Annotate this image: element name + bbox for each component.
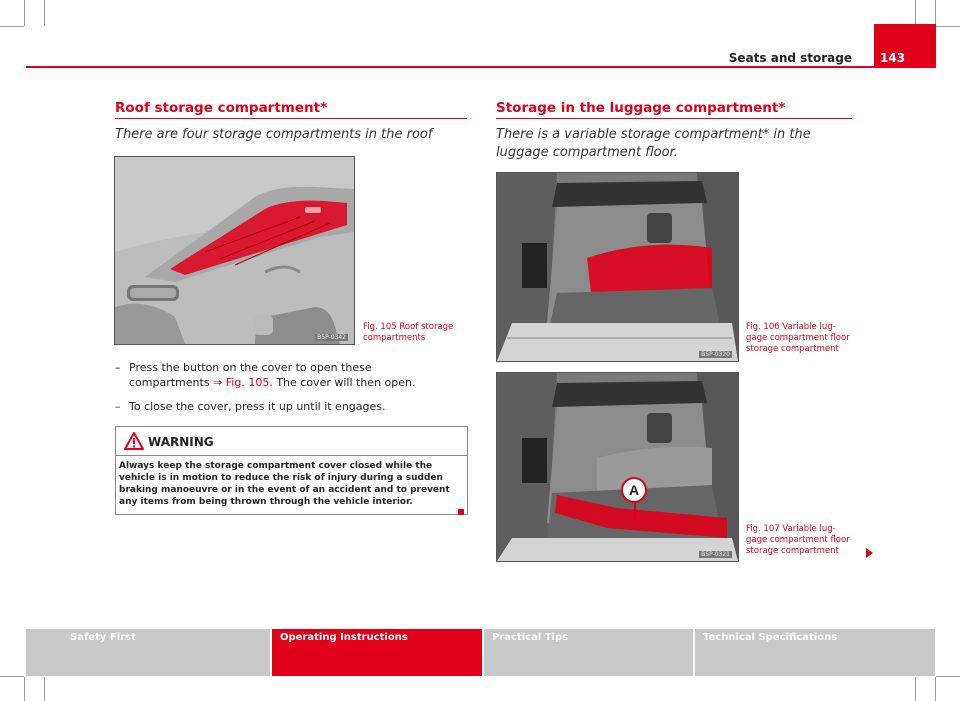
step-text: To close the cover, press it up until it… — [129, 400, 386, 413]
header-rule — [26, 66, 936, 68]
figure-106-luggage-storage: B5P-0320 — [496, 172, 739, 362]
step-text: . The cover will then open. — [269, 376, 416, 389]
warning-text: Always keep the storage compartment cove… — [119, 461, 450, 507]
footer-tab-safety-first[interactable]: Safety First — [26, 629, 270, 676]
warning-header: WARNING — [116, 427, 467, 456]
heading-rule — [115, 118, 467, 119]
step-close-compartment: – To close the cover, press it up until … — [115, 399, 455, 414]
footer-tab-operating-instructions[interactable]: Operating Instructions — [272, 629, 482, 676]
red-arrow-continue-icon — [866, 548, 873, 558]
warning-triangle-icon — [124, 432, 144, 450]
step-dash: – — [115, 361, 121, 374]
figure-code: B5P-0320 — [699, 351, 732, 358]
figure-105-roof-storage: B5P-0342 — [114, 156, 355, 345]
section-intro-roof: There are four storage compartments in t… — [115, 127, 433, 142]
crop-mark — [44, 0, 45, 26]
roof-storage-illustration — [115, 157, 354, 344]
crop-mark — [936, 26, 960, 27]
red-square-end-icon — [458, 509, 464, 515]
crop-mark — [0, 676, 24, 677]
crop-mark — [915, 0, 916, 26]
step-dash: – — [115, 400, 121, 413]
callout-label-a: A — [621, 477, 647, 503]
figure-reference-link[interactable]: ⇒ Fig. 105 — [213, 376, 270, 389]
section-heading-luggage: Storage in the luggage compartment* — [496, 100, 786, 116]
crop-mark — [935, 677, 936, 701]
figure-code: B5P-0342 — [315, 334, 348, 341]
figure-caption-107: Fig. 107 Variable lug-gage compartment f… — [746, 524, 850, 556]
heading-rule — [496, 118, 852, 119]
footer-tab-practical-tips[interactable]: Practical Tips — [484, 629, 693, 676]
figure-code: B5P-0321 — [699, 551, 732, 558]
crop-mark — [915, 677, 916, 701]
crop-mark — [24, 0, 25, 26]
warning-box: WARNING Always keep the storage compartm… — [115, 426, 468, 515]
crop-mark — [936, 676, 960, 677]
crop-mark — [24, 677, 25, 701]
step-open-compartment: – Press the button on the cover to open … — [115, 360, 455, 390]
crop-mark — [935, 0, 936, 26]
figure-caption-105: Fig. 105 Roof storage compartments — [363, 322, 454, 343]
luggage-floor-illustration — [497, 373, 738, 561]
footer-tab-technical-specifications[interactable]: Technical Specifications — [695, 629, 935, 676]
step-text: Press the button on the cover to open th… — [129, 361, 372, 389]
running-header-title: Seats and storage — [728, 51, 852, 65]
section-heading-roof: Roof storage compartment* — [115, 100, 328, 116]
crop-mark — [44, 677, 45, 701]
luggage-storage-illustration — [497, 173, 738, 361]
page-number-tab — [874, 24, 936, 68]
crop-mark — [0, 26, 24, 27]
warning-title: WARNING — [148, 435, 214, 449]
page-number: 143 — [880, 51, 906, 65]
figure-107-luggage-storage: A B5P-0321 — [496, 372, 739, 562]
section-intro-luggage: There is a variable storage compartment*… — [496, 127, 811, 160]
figure-caption-106: Fig. 106 Variable lug-gage compartment f… — [746, 322, 850, 354]
